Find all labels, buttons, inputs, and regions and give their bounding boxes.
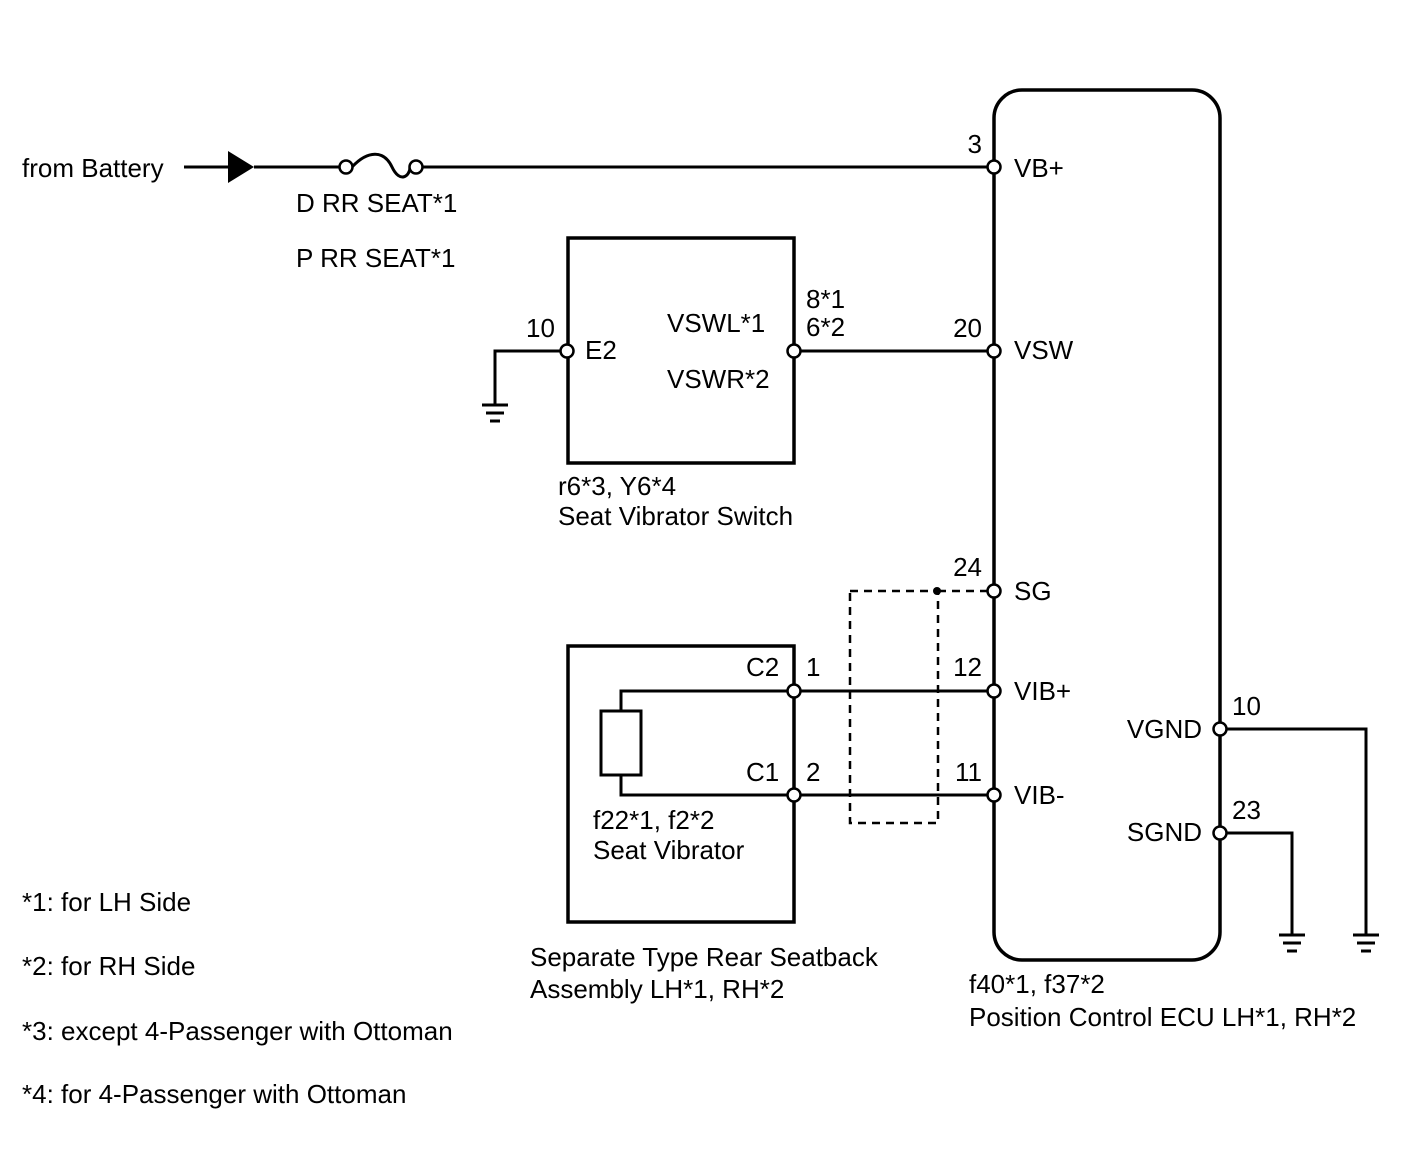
position-control-ecu-box [992,88,1222,962]
assembly-name-line-2: Assembly LH*1, RH*2 [530,974,784,1004]
vibrator-name: Seat Vibrator [593,835,745,865]
note-1: *1: for LH Side [22,887,191,917]
ecu-pin-11-number: 11 [955,757,982,787]
switch-pin-vsw-number-1: 8*1 [806,284,845,314]
from-battery-label: from Battery [22,153,164,183]
fuse-terminal-left [338,159,354,175]
ecu-pin-vsw-terminal [986,343,1002,359]
ecu-pin-vib-plus-label: VIB+ [1014,676,1071,706]
assembly-pin-c2-terminal [786,683,802,699]
ecu-connector-code: f40*1, f37*2 [969,969,1105,999]
ecu-pin-24-number: 24 [953,552,982,582]
ecu-pin-vgnd-terminal [1212,721,1228,737]
ecu-pin-sg-label: SG [1014,576,1052,606]
switch-name: Seat Vibrator Switch [558,501,793,531]
sgnd-ground-wire [1226,831,1294,934]
vibrator-c1-internal-wire [619,775,788,797]
ecu-pin-12-number: 12 [953,652,982,682]
note-3: *3: except 4-Passenger with Ottoman [22,1016,453,1046]
ecu-pin-vib-plus-terminal [986,683,1002,699]
ecu-name: Position Control ECU LH*1, RH*2 [969,1002,1356,1032]
vibrator-c2-internal-wire [619,689,788,711]
ecu-pin-20-number: 20 [953,313,982,343]
fuse-name-1: D RR SEAT*1 [296,188,457,218]
shield-junction-dot [933,587,941,595]
assembly-pin-c1-label: C1 [746,757,779,787]
ecu-pin-vib-minus-label: VIB- [1014,780,1065,810]
assembly-pin-c2-number: 1 [806,652,820,682]
note-4: *4: for 4-Passenger with Ottoman [22,1079,406,1109]
assembly-pin-c2-label: C2 [746,652,779,682]
ground-icon [482,403,508,423]
e2-ground-wire [493,349,561,404]
switch-pin-e2-terminal [559,343,575,359]
vibrator-motor-icon [599,709,643,777]
assembly-name-line-1: Separate Type Rear Seatback [530,942,879,972]
ecu-pin-vb-plus-label: VB+ [1014,153,1064,183]
ecu-pin-vgnd-label: VGND [1127,714,1202,744]
ground-icon [1279,933,1305,953]
vgnd-ground-wire [1226,727,1368,934]
switch-pin-e2-number: 10 [526,313,555,343]
assembly-pin-c1-number: 2 [806,757,820,787]
ecu-pin-sgnd-label: SGND [1127,817,1202,847]
fuse-name-2: P RR SEAT*1 [296,243,455,273]
ecu-pin-sgnd-terminal [1212,825,1228,841]
switch-pin-vsw-number-2: 6*2 [806,312,845,342]
ecu-pin-10-number: 10 [1232,691,1261,721]
battery-arrow-icon [228,151,254,183]
ecu-pin-vb-plus-terminal [986,159,1002,175]
switch-connector-code: r6*3, Y6*4 [558,471,676,501]
ecu-pin-3-number: 3 [968,129,982,159]
switch-pin-vswl-label: VSWL*1 [667,308,765,338]
note-2: *2: for RH Side [22,951,195,981]
shield-box [848,589,940,825]
switch-pin-e2-label: E2 [585,335,617,365]
fuse-icon [350,152,412,179]
fuse-terminal-right [408,159,424,175]
ecu-pin-vsw-label: VSW [1014,335,1074,365]
assembly-pin-c1-terminal [786,787,802,803]
ecu-pin-sg-terminal [986,583,1002,599]
switch-pin-vswr-label: VSWR*2 [667,364,770,394]
vibrator-connector-code: f22*1, f2*2 [593,805,714,835]
ecu-pin-vib-minus-terminal [986,787,1002,803]
ecu-pin-23-number: 23 [1232,795,1261,825]
switch-pin-vsw-terminal [786,343,802,359]
seatback-assembly-box [566,644,796,924]
ground-icon [1353,933,1379,953]
